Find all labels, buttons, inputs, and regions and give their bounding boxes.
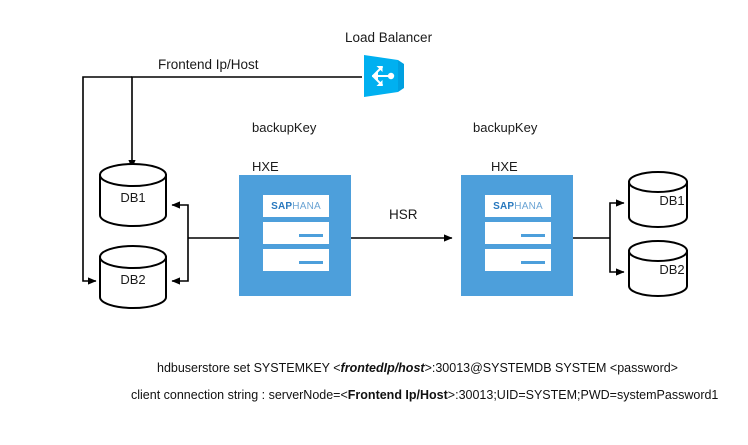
server-slot-icon-left-2: [263, 249, 329, 271]
database-cylinder-db1-right: [628, 171, 688, 228]
hxe-label-left: HXE: [252, 159, 279, 174]
database-label-db1-right: DB1: [659, 193, 685, 208]
hdbuserstore-command-suffix: >:30013@SYSTEMDB SYSTEM <password>: [424, 361, 678, 375]
sap-logo-text-right: SAP: [493, 200, 515, 212]
client-connection-host-placeholder: Frontend Ip/Host: [347, 388, 448, 402]
server-slot-bar-icon: [521, 261, 545, 264]
server-slot-bar-icon: [521, 234, 545, 237]
backup-key-label-right: backupKey: [473, 120, 538, 135]
server-slot-icon-right-2: [485, 249, 551, 271]
hdbuserstore-command-prefix: hdbuserstore set SYSTEMKEY <: [157, 361, 341, 375]
database-cylinder-db2-left: [99, 245, 167, 309]
hana-server-box-left: SAPHANA: [239, 175, 351, 296]
database-label-db2-right: DB2: [659, 262, 685, 277]
client-connection-prefix: client connection string : serverNode=<: [131, 388, 348, 402]
database-label-db2-left: DB2: [120, 272, 146, 287]
server-slot-icon-right-1: [485, 222, 551, 244]
connector-frontend-to-db1: [128, 76, 362, 169]
server-slot-bar-icon: [299, 261, 323, 264]
hana-logo-text-right: HANA: [514, 200, 543, 212]
server-slot-bar-icon: [299, 234, 323, 237]
server-slot-icon-left-1: [263, 222, 329, 244]
backup-key-label-left: backupKey: [252, 120, 317, 135]
sap-hana-logo-left: SAPHANA: [263, 195, 329, 217]
client-connection-string-line: client connection string : serverNode=<F…: [131, 388, 718, 402]
database-cylinder-db2-right: [628, 240, 688, 297]
hdbuserstore-command-line: hdbuserstore set SYSTEMKEY <frontedIp/ho…: [157, 361, 678, 375]
frontend-ip-host-label: Frontend Ip/Host: [158, 57, 259, 72]
connector-left-hana-to-dbs: [171, 201, 239, 285]
hana-logo-text-left: HANA: [292, 200, 321, 212]
database-cylinder-db1-left: [99, 163, 167, 227]
connector-right-hana-to-dbs: [573, 199, 625, 276]
load-balancer-label: Load Balancer: [345, 30, 433, 45]
hdbuserstore-command-host-placeholder: frontedIp/host: [340, 361, 425, 375]
hsr-label: HSR: [389, 207, 418, 222]
hxe-label-right: HXE: [491, 159, 518, 174]
sap-logo-text-left: SAP: [271, 200, 293, 212]
hana-server-box-right: SAPHANA: [461, 175, 573, 296]
sap-hana-logo-right: SAPHANA: [485, 195, 551, 217]
client-connection-suffix: >:30013;UID=SYSTEM;PWD=systemPassword1: [447, 388, 719, 402]
database-label-db1-left: DB1: [120, 190, 146, 205]
connector-frontend-to-db2: [82, 76, 132, 285]
load-balancer-icon: [364, 55, 404, 97]
